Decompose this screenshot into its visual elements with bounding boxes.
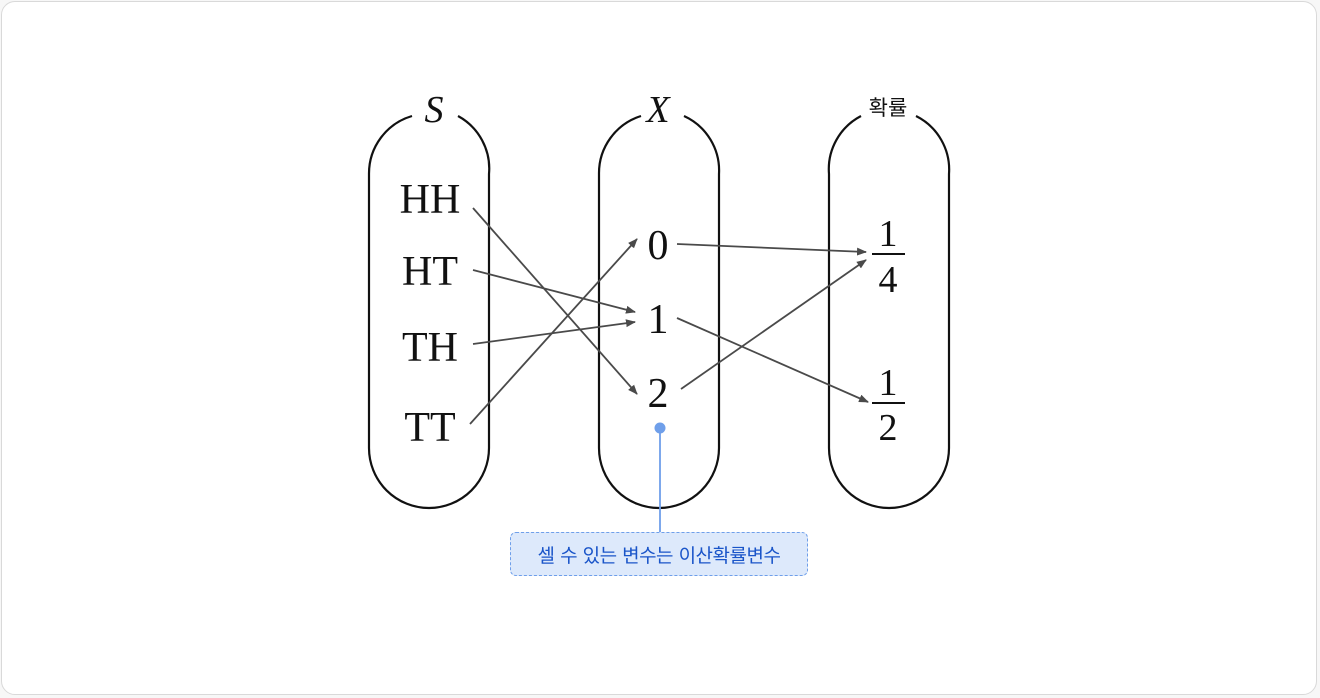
prob-fraction-quarter: 1 4 (872, 213, 905, 301)
fraction-denominator: 4 (879, 259, 898, 301)
set-s-oval (367, 114, 491, 510)
outcome-tt: TT (404, 405, 455, 451)
fraction-denominator: 2 (879, 407, 898, 449)
set-x-title: X (644, 89, 671, 131)
x-value-1: 1 (648, 297, 669, 343)
arrow-2-to-quarter (680, 259, 867, 390)
outcome-th: TH (402, 325, 458, 371)
outcome-ht: HT (402, 249, 458, 295)
arrow-ht-to-1 (472, 269, 636, 314)
set-x-oval (597, 114, 721, 510)
arrow-0-to-quarter (676, 243, 867, 256)
x-value-0: 0 (648, 223, 669, 269)
arrow-th-to-1 (472, 319, 636, 345)
set-prob-oval (827, 115, 951, 510)
fraction-numerator: 1 (879, 362, 898, 404)
x-value-2: 2 (648, 371, 669, 417)
set-prob-title: 확률 (869, 96, 908, 120)
outcome-hh: HH (400, 177, 461, 223)
arrow-hh-to-2 (472, 207, 638, 395)
annotation-callout: 셀 수 있는 변수는 이산확률변수 (510, 532, 808, 576)
fraction-numerator: 1 (879, 213, 898, 255)
set-s-title: S (425, 89, 444, 131)
arrow-tt-to-0 (469, 238, 638, 425)
callout-anchor-dot (654, 422, 666, 434)
prob-fraction-half: 1 2 (872, 362, 905, 449)
arrow-1-to-half (676, 317, 869, 403)
